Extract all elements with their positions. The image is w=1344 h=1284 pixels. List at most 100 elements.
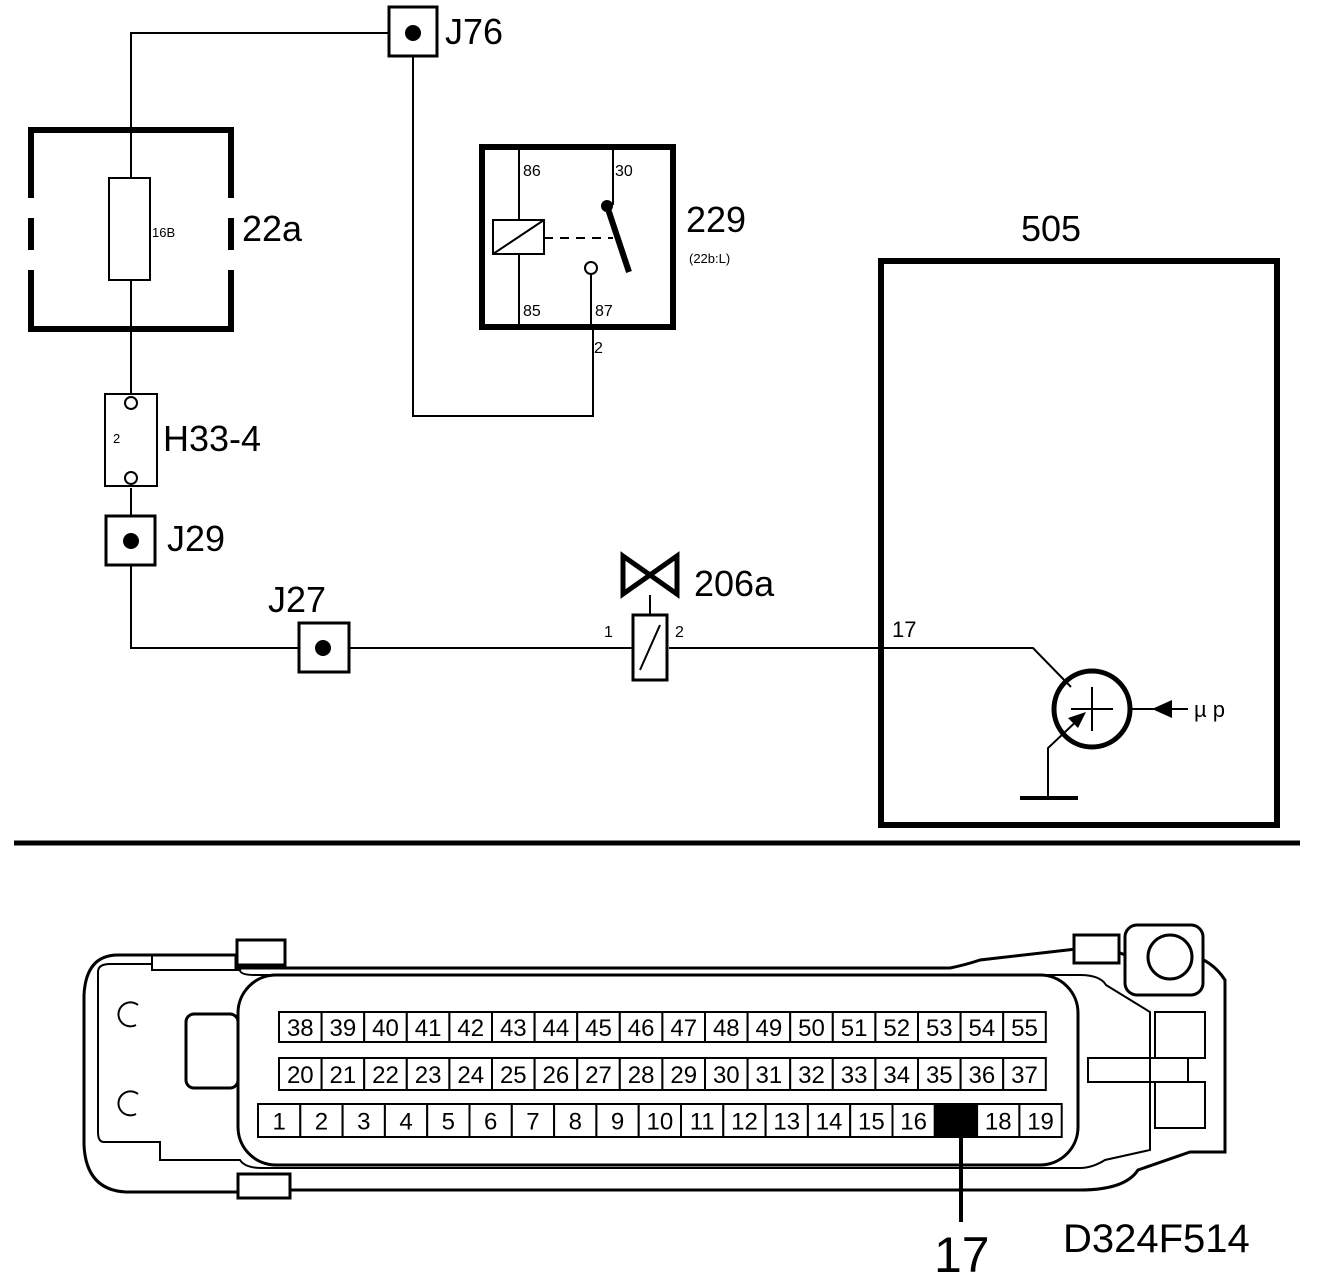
connector-pin-label: 47	[670, 1015, 697, 1042]
relay-sublabel: (22b:L)	[689, 251, 730, 266]
connector-inner-body	[97, 955, 1151, 1169]
connector-pin-24: 24	[448, 1057, 493, 1091]
connector-pin-21: 21	[320, 1057, 366, 1091]
connector-pin-2: 2	[299, 1103, 344, 1138]
connector-outer-body	[82, 946, 1227, 1194]
connector-pin-48: 48	[704, 1011, 749, 1043]
connector-pin-19: 19	[1018, 1103, 1063, 1138]
j29-connector: J29	[104, 514, 225, 567]
connector-pin-18: 18	[976, 1103, 1021, 1138]
connector-pin-13: 13	[764, 1103, 809, 1138]
connector-pin-36: 36	[959, 1057, 1005, 1091]
connector-pin-label: 11	[690, 1109, 715, 1136]
connector-pin-housing	[236, 973, 1080, 1167]
connector-pin-30: 30	[704, 1057, 749, 1091]
connector-grip	[184, 1012, 240, 1090]
connector-pin-52: 52	[874, 1011, 920, 1043]
relay-pin-86: 86	[523, 163, 541, 180]
connector-pin-49: 49	[746, 1011, 792, 1043]
connector-pin-label: 32	[798, 1062, 825, 1089]
connector-pin-38: 38	[278, 1011, 323, 1043]
connector-pin-41: 41	[405, 1011, 451, 1043]
connector-pin-label: 40	[372, 1015, 399, 1042]
wire-valve-to-ecu	[669, 647, 1072, 688]
connector-pin-46: 46	[618, 1011, 664, 1043]
valve-pin-2: 2	[675, 624, 684, 641]
connector-pin-label: 53	[926, 1015, 953, 1042]
wire-j29-to-j27	[130, 566, 299, 649]
j29-box	[104, 514, 157, 567]
connector-pin-1: 1	[257, 1103, 302, 1138]
connector-pin-label: 21	[330, 1062, 357, 1089]
connector-tab-top	[235, 938, 287, 967]
fuse-label: 16B	[152, 225, 175, 240]
ecu-pin-17: 17	[892, 617, 916, 642]
connector-pin-31: 31	[746, 1057, 792, 1091]
connector-pin-label: 20	[287, 1062, 314, 1089]
sensor-input-label: µ p	[1194, 697, 1225, 722]
connector-pin-43: 43	[491, 1011, 536, 1043]
connector-pin-17: 17	[933, 1103, 979, 1138]
connector-pin-label: 43	[500, 1015, 527, 1042]
connector-pin-label: 19	[1027, 1109, 1054, 1136]
connector-pin-label: 17	[943, 1109, 970, 1136]
connector-pin-label: 25	[500, 1062, 527, 1089]
j76-connector: J76	[387, 5, 503, 58]
relay-pin-85: 85	[523, 303, 541, 320]
j29-label: J29	[167, 518, 225, 559]
connector-pin-16: 16	[891, 1103, 936, 1138]
relay-frame	[479, 144, 676, 330]
connector-pin-label: 13	[773, 1109, 800, 1136]
valve-label: 206a	[694, 563, 775, 604]
connector-pin-37: 37	[1002, 1057, 1047, 1091]
connector-pin-20: 20	[278, 1057, 323, 1091]
connector-pin-label: 8	[569, 1109, 582, 1136]
connector-pin-4: 4	[383, 1103, 429, 1138]
valve-pin-1: 1	[604, 624, 613, 641]
connector-pin-label: 24	[457, 1062, 484, 1089]
connector-pin-label: 14	[816, 1109, 843, 1136]
connector-pin-5: 5	[426, 1103, 471, 1138]
connector-pin-6: 6	[468, 1103, 513, 1138]
connector-pin-22: 22	[363, 1057, 408, 1091]
connector-pin-26: 26	[533, 1057, 579, 1091]
pin-pointer-label: 17	[934, 1227, 990, 1283]
fuse-16b	[108, 177, 151, 281]
relay-contact-87	[584, 261, 598, 275]
connector-pin-label: 52	[883, 1015, 910, 1042]
valve-206a: 1 2 206a	[604, 551, 775, 682]
connector-pin-label: 39	[330, 1015, 357, 1042]
connector-pin-label: 12	[731, 1109, 758, 1136]
connector-pin-47: 47	[661, 1011, 707, 1043]
connector-pin-28: 28	[618, 1057, 664, 1091]
connector-pin-25: 25	[491, 1057, 536, 1091]
sensor-input-arrow	[1152, 700, 1172, 718]
connector-pin-53: 53	[917, 1011, 962, 1043]
connector-pin-32: 32	[789, 1057, 834, 1091]
connector-pin-45: 45	[576, 1011, 621, 1043]
valve-symbol	[620, 551, 680, 599]
connector-pin-label: 41	[415, 1015, 442, 1042]
connector-hook-bottom	[117, 1090, 139, 1117]
connector-pin-11: 11	[680, 1103, 725, 1138]
drawing-code: D324F514	[1063, 1217, 1250, 1261]
connector-pin-44: 44	[533, 1011, 579, 1043]
connector-pin-55: 55	[1002, 1011, 1047, 1043]
connector-pin-label: 3	[357, 1109, 370, 1136]
connector-pin-label: 7	[526, 1109, 539, 1136]
connector-pin-label: 28	[628, 1062, 655, 1089]
connector-pin-29: 29	[661, 1057, 707, 1091]
connector-pin-label: 51	[841, 1015, 868, 1042]
connector-pin-label: 54	[969, 1015, 996, 1042]
connector-pin-label: 29	[670, 1062, 697, 1089]
connector-pin-label: 45	[585, 1015, 612, 1042]
connector-pin-39: 39	[320, 1011, 366, 1043]
connector-pin-40: 40	[363, 1011, 408, 1043]
j76-label: J76	[445, 11, 503, 52]
j27-connector: J27	[268, 579, 351, 674]
relay-switch-blade	[604, 205, 632, 273]
connector-pin-label: 36	[969, 1062, 996, 1089]
